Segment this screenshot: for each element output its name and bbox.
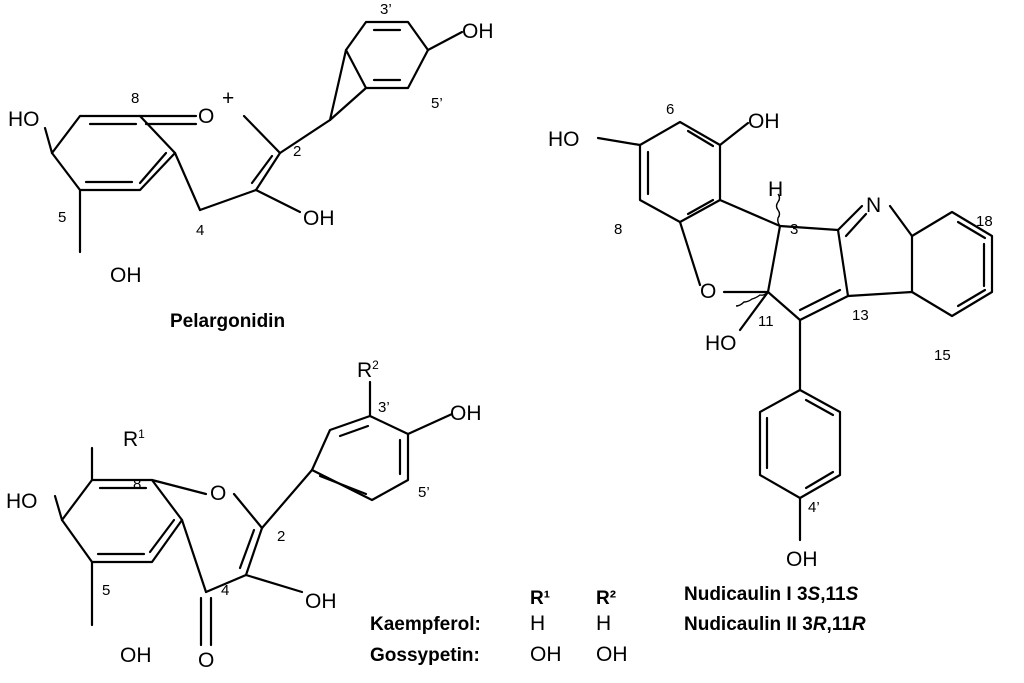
- nud-oh7-label: HO: [548, 128, 580, 151]
- nudicaulin-structure: HO OH HO OH O N H 6 8 3 11 13 15 18 4’ N…: [548, 101, 994, 635]
- pel-pos-4: 4: [196, 222, 204, 239]
- pel-oh3-label: OH: [303, 207, 335, 230]
- pel-oh4p-label: OH: [462, 20, 494, 43]
- pel-pos-8: 8: [131, 90, 139, 107]
- pel-pos-2: 2: [293, 143, 301, 160]
- fl-pos-2: 2: [277, 528, 285, 545]
- pel-oh7-label: HO: [8, 108, 40, 131]
- nud-isomer-label: Nudicaulin I 3S,11S: [684, 584, 859, 605]
- pel-ring-oxygen: O: [198, 105, 214, 128]
- fl-carbonyl-oxygen: O: [198, 649, 214, 672]
- nud-pos-11: 11: [758, 313, 774, 330]
- table-row-name: Gossypetin:: [370, 645, 480, 666]
- pel-charge: +: [222, 87, 234, 110]
- pel-pos-5p: 5’: [431, 95, 443, 112]
- fl-pos-8: 8: [133, 476, 141, 493]
- nud-pos-3: 3: [790, 221, 798, 238]
- fl-oh4p-label: OH: [450, 402, 482, 425]
- nud-oh5-label: OH: [748, 110, 780, 133]
- pel-compound-name: Pelargonidin: [170, 311, 285, 332]
- table-row-r2: H: [596, 612, 611, 635]
- nud-pos-18: 18: [976, 213, 993, 230]
- fl-r2-label: R2: [357, 358, 379, 382]
- fl-pos-4: 4: [221, 582, 229, 599]
- pelargonidin-structure: HO OH OH OH O + 8 5 4 2 3’ 5’ Pelargonid…: [8, 1, 494, 332]
- fl-oh7-label: HO: [6, 490, 38, 513]
- fl-r1-label: R1: [123, 427, 145, 451]
- table-header-r2: R²: [596, 588, 616, 609]
- fl-oh3-label: OH: [305, 590, 337, 613]
- table-row-name: Kaempferol:: [370, 614, 481, 635]
- flavonol-structure: HO OH OH OH O O R1 R2 8 5 4 2 3’ 5’: [6, 358, 482, 672]
- nud-oh11-label: HO: [705, 332, 737, 355]
- pel-oh5-label: OH: [110, 264, 142, 287]
- table-row-r1: H: [530, 612, 545, 635]
- nud-pos-6: 6: [666, 101, 674, 118]
- pel-pos-5: 5: [58, 209, 66, 226]
- nud-ring-oxygen: O: [700, 280, 716, 303]
- nud-pos-15: 15: [934, 347, 951, 364]
- nud-pos-13: 13: [852, 307, 869, 324]
- pel-pos-3p: 3’: [380, 1, 392, 18]
- nud-pos-8: 8: [614, 221, 622, 238]
- table-row-r2: OH: [596, 643, 628, 666]
- fl-pos-5p: 5’: [418, 484, 430, 501]
- table-header-r1: R¹: [530, 588, 550, 609]
- fl-ring-oxygen: O: [210, 482, 226, 505]
- fl-oh5-label: OH: [120, 644, 152, 667]
- fl-pos-3p: 3’: [378, 399, 390, 416]
- nud-isomer-label: Nudicaulin II 3R,11R: [684, 614, 866, 635]
- nud-h-atom: H: [768, 178, 783, 201]
- table-row-r1: OH: [530, 643, 562, 666]
- nud-pos-4p: 4’: [808, 499, 820, 516]
- nud-oh4p-label: OH: [786, 548, 818, 571]
- fl-pos-5: 5: [102, 582, 110, 599]
- nud-n-atom: N: [866, 194, 881, 217]
- substituent-table: R¹ R² Kaempferol: H H Gossypetin: OH OH: [370, 588, 628, 666]
